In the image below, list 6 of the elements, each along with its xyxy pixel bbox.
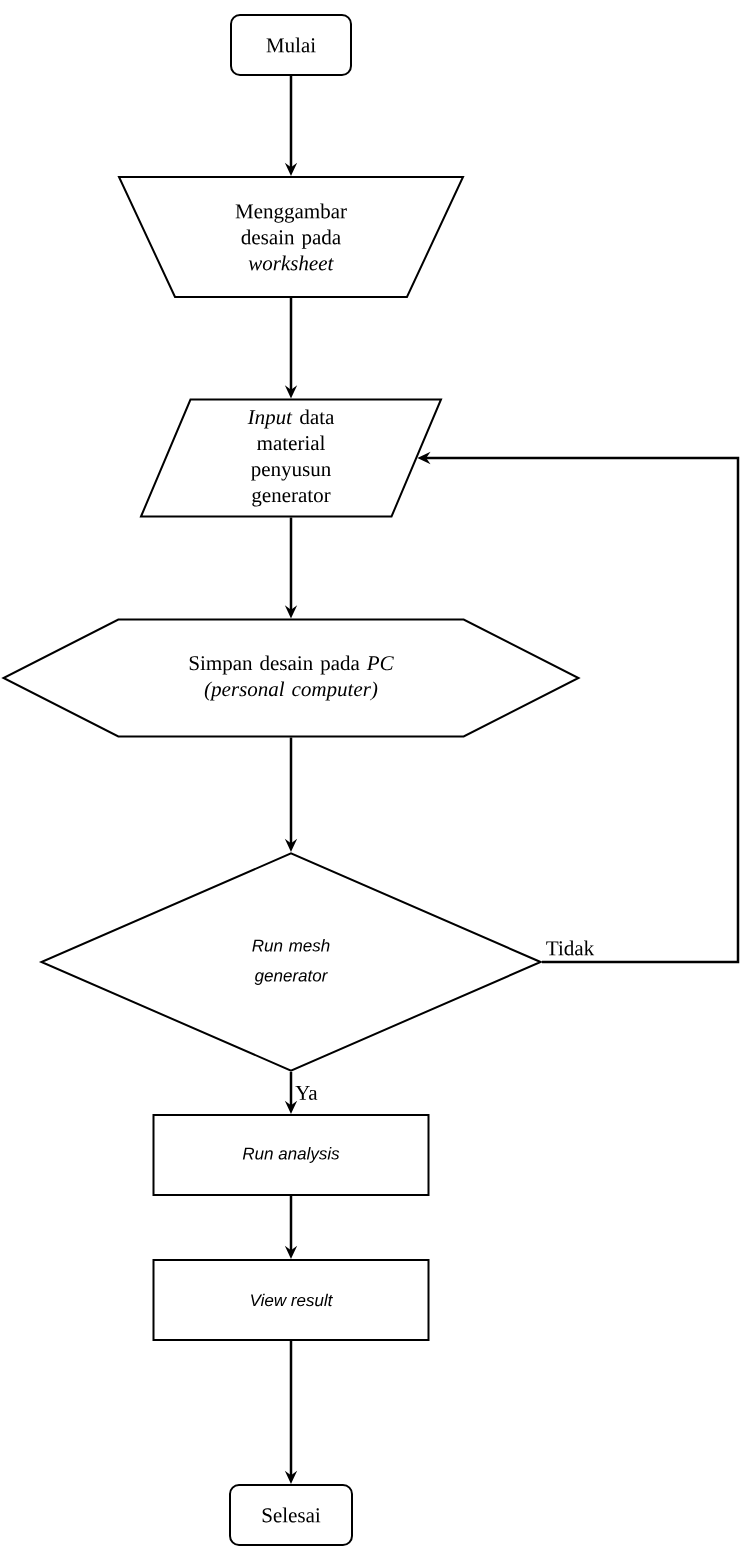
terminal-box: Mulai xyxy=(230,14,352,76)
edge-label: Ya xyxy=(294,1085,319,1101)
edge-label: Tidak xyxy=(544,939,596,957)
terminal-box: Selesai xyxy=(229,1484,353,1546)
process-box: View result xyxy=(152,1259,430,1341)
process-box: Run analysis xyxy=(152,1114,430,1196)
